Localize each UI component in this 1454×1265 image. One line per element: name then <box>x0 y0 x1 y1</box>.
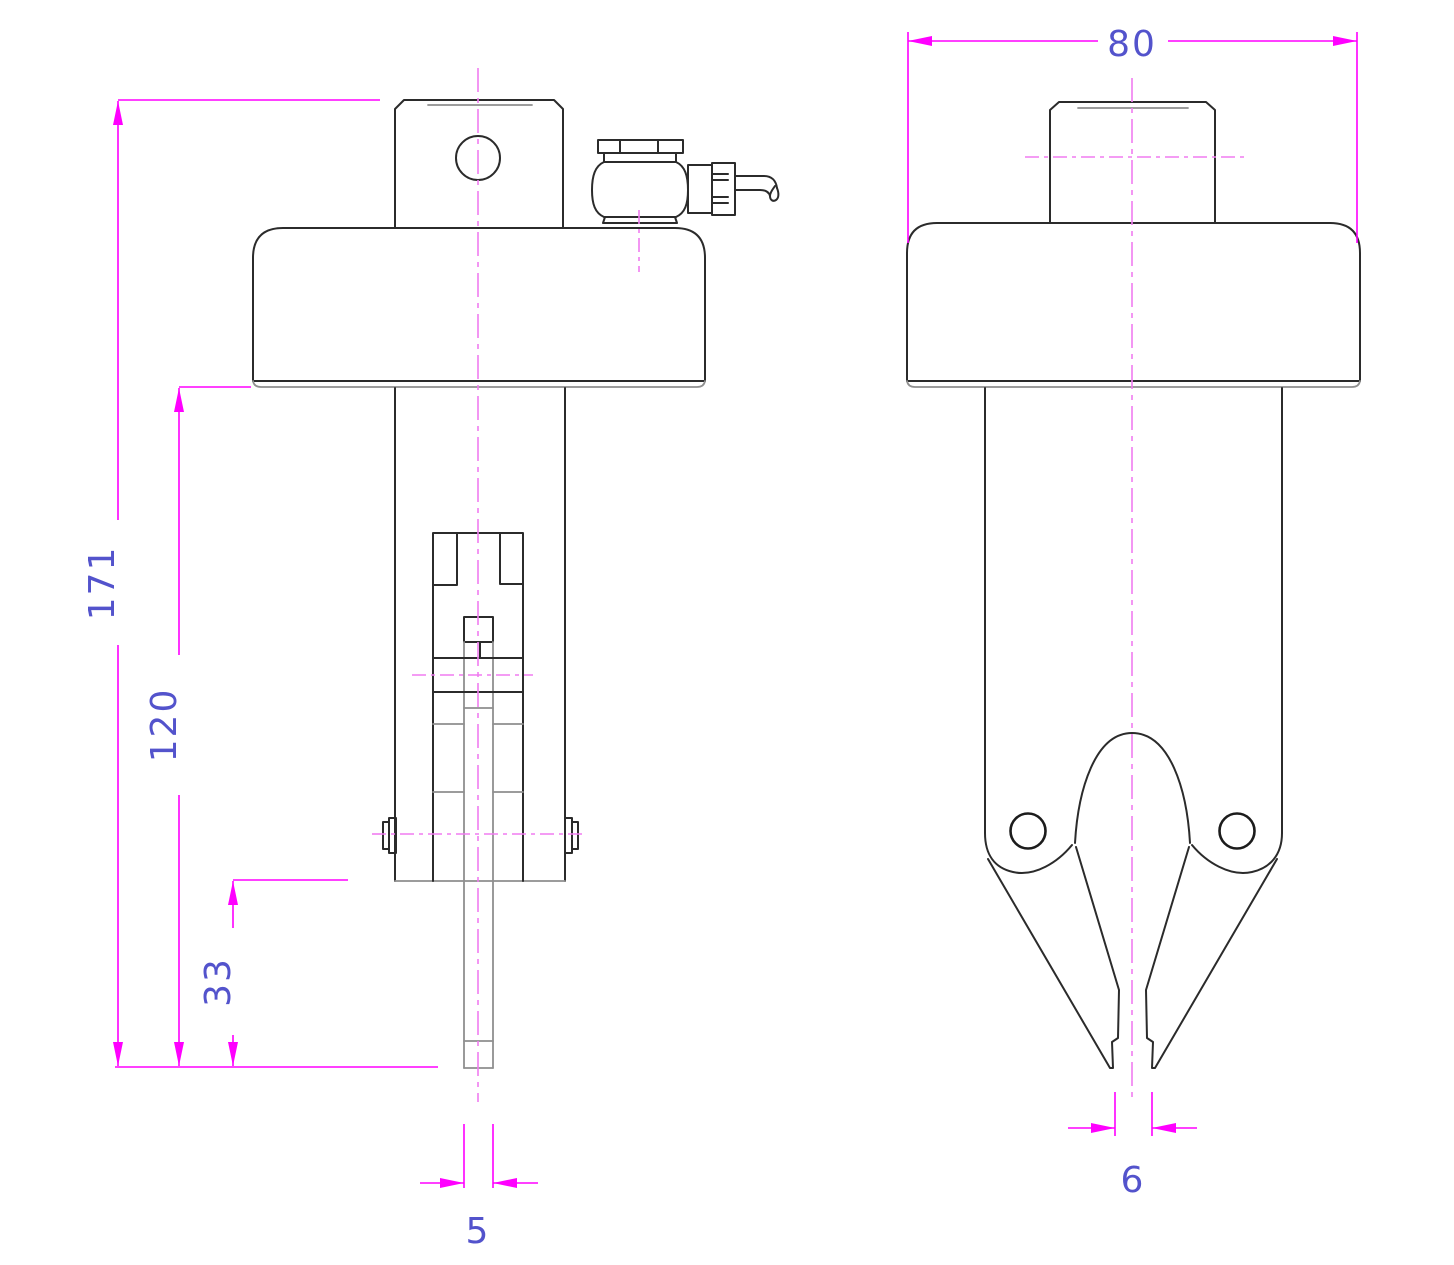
dimension-tip-offset: 33 <box>198 879 348 1066</box>
dim-text-5: 5 <box>466 1211 491 1252</box>
side-shaft <box>984 387 1283 834</box>
dimension-overall-height: 171 <box>82 99 380 1066</box>
dimension-rod-width: 5 <box>420 1124 538 1252</box>
dim-text-120: 120 <box>144 688 185 763</box>
jaw-finger-right <box>1145 846 1278 1069</box>
dimension-jaw-gap: 6 <box>1068 1092 1197 1201</box>
fitting-collar <box>711 162 736 216</box>
pin-right <box>564 817 573 854</box>
side-pins <box>382 817 579 854</box>
pivot-hole-left <box>1009 812 1047 850</box>
dim-text-33: 33 <box>198 957 239 1007</box>
jaw-finger-left <box>987 846 1120 1069</box>
gripper-jaws <box>984 732 1283 1069</box>
dimension-lower-height: 120 <box>144 386 251 1066</box>
side-flange <box>906 222 1361 388</box>
dim-text-6: 6 <box>1121 1160 1146 1201</box>
front-shaft <box>394 387 566 882</box>
air-fitting <box>591 139 780 224</box>
front-top-block <box>394 99 564 229</box>
dim-text-171: 171 <box>82 546 123 621</box>
front-view <box>252 68 780 1102</box>
jaw-lobe-left <box>984 832 1073 874</box>
dim-text-80: 80 <box>1107 24 1157 65</box>
jaw-lobe-right <box>1191 832 1283 874</box>
pivot-hole-right <box>1218 812 1256 850</box>
dimension-flange-width: 80 <box>907 24 1358 243</box>
tube-drop <box>769 185 780 202</box>
side-view <box>906 78 1361 1102</box>
front-flange <box>252 227 706 388</box>
fitting-stem <box>687 164 713 214</box>
piston-rod <box>463 641 494 1069</box>
jaw-throat-arch <box>1074 732 1191 844</box>
